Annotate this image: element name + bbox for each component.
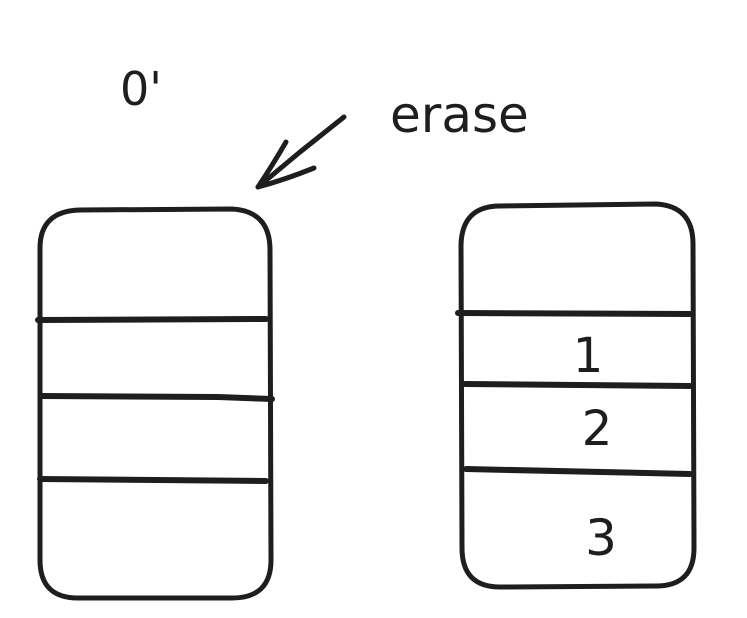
right-container-outline <box>458 201 697 590</box>
erase-arrow <box>255 114 347 190</box>
left-container <box>35 206 275 601</box>
top-left-label: 0' <box>120 62 162 116</box>
left-divider-1 <box>35 316 269 323</box>
erase-arrow-head <box>255 139 317 190</box>
left-divider-2 <box>38 393 275 402</box>
right-cell-3-label: 3 <box>585 509 617 567</box>
right-divider-3 <box>463 466 693 477</box>
right-container: 1 2 3 <box>455 201 697 590</box>
right-divider-1 <box>455 310 693 317</box>
right-divider-2 <box>462 381 693 389</box>
erase-label: erase <box>390 86 529 144</box>
left-divider-3 <box>37 476 269 484</box>
right-cell-1-label: 1 <box>573 328 604 384</box>
left-container-outline <box>37 206 274 601</box>
erase-arrow-shaft <box>255 114 347 190</box>
right-cell-2-label: 2 <box>582 401 613 457</box>
